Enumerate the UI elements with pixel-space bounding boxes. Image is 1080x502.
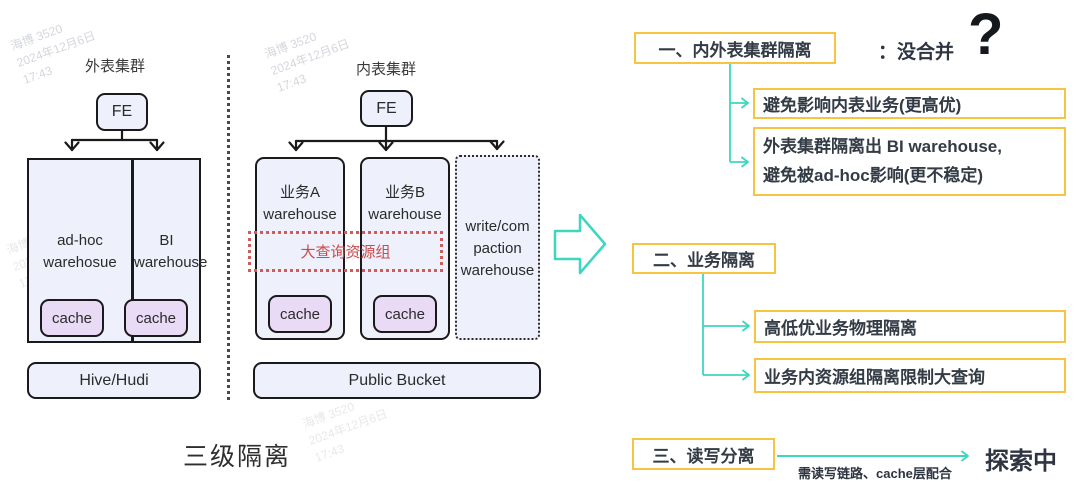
section2-title: 二、业务隔离	[653, 251, 755, 270]
section2-title-box: 二、业务隔离	[632, 243, 776, 274]
big-right-arrow	[553, 213, 607, 275]
section2-point-2-box: 业务内资源组隔离限制大查询	[754, 358, 1066, 393]
section2-point-2: 业务内资源组隔离限制大查询	[764, 368, 985, 387]
section1-point-1-box: 避免影响内表业务(更高优)	[753, 88, 1066, 119]
watermark: 海博 3520 2024年12月6日 17:43	[300, 399, 390, 465]
section2-point-1-box: 高低优业务物理隔离	[754, 310, 1066, 343]
bizA-warehouse-label: 业务A warehouse	[263, 184, 337, 223]
cache-label: cache	[51, 309, 93, 327]
write-compaction-label: write/com paction warehouse	[460, 218, 535, 279]
cache-label: cache	[384, 305, 426, 323]
public-bucket-node: Public Bucket	[253, 362, 541, 399]
adhoc-warehouse-label: ad-hoc warehosue	[43, 232, 117, 271]
big-query-resource-group-label: 大查询资源组	[300, 244, 391, 261]
section1-connectors	[729, 64, 749, 168]
external-cluster-title: 外表集群	[84, 58, 145, 75]
cluster-divider-dotted-line	[227, 55, 230, 400]
watermark: 海博 3520 2024年12月6日 17:43	[8, 21, 98, 87]
big-query-resource-group-box: 大查询资源组	[248, 231, 443, 272]
cache-label: cache	[279, 305, 321, 323]
section3-title-box: 三、读写分离	[632, 438, 775, 470]
adhoc-cache-node: cache	[40, 299, 104, 337]
hive-hudi-node: Hive/Hudi	[27, 362, 201, 399]
section3-title: 三、读写分离	[652, 446, 755, 466]
external-fe-fork-arrows	[72, 129, 157, 152]
cache-label: cache	[135, 309, 177, 327]
bizA-cache-node: cache	[268, 295, 332, 333]
section2-point-1: 高低优业务物理隔离	[764, 319, 917, 338]
section3-arrow-note: 需读写链路、cache层配合	[798, 466, 952, 481]
diagram-caption: 三级隔离	[183, 443, 292, 471]
bi-warehouse-label: BI warehouse	[134, 232, 208, 271]
section1-point-1: 避免影响内表业务(更高优)	[763, 96, 962, 115]
external-fe-node: FE	[96, 93, 148, 131]
bizB-warehouse-label: 业务B warehouse	[368, 184, 442, 223]
fe-label: FE	[376, 99, 397, 117]
section1-annotation: ：没合并	[878, 42, 955, 63]
internal-fe-fork-arrows	[296, 125, 497, 152]
bizB-cache-node: cache	[373, 295, 437, 333]
bi-cache-node: cache	[124, 299, 188, 337]
internal-cluster-title: 内表集群	[355, 61, 416, 78]
warehouse-divider	[131, 158, 134, 343]
fe-label: FE	[111, 103, 133, 120]
question-mark: ?	[968, 2, 1004, 67]
section1-title: 一、内外表集群隔离	[658, 40, 812, 60]
hive-hudi-label: Hive/Hudi	[79, 371, 149, 389]
section1-point-2: 外表集群隔离出 BI warehouse, 避免被ad-hoc影响(更不稳定)	[763, 137, 1002, 185]
section3-status: 探索中	[985, 448, 1057, 475]
internal-fe-node: FE	[360, 90, 413, 127]
section1-point-2-box: 外表集群隔离出 BI warehouse, 避免被ad-hoc影响(更不稳定)	[753, 127, 1066, 196]
write-compaction-warehouse-node	[455, 155, 540, 340]
section2-connectors	[702, 274, 750, 381]
section1-title-box: 一、内外表集群隔离	[634, 32, 836, 64]
public-bucket-label: Public Bucket	[348, 371, 446, 389]
